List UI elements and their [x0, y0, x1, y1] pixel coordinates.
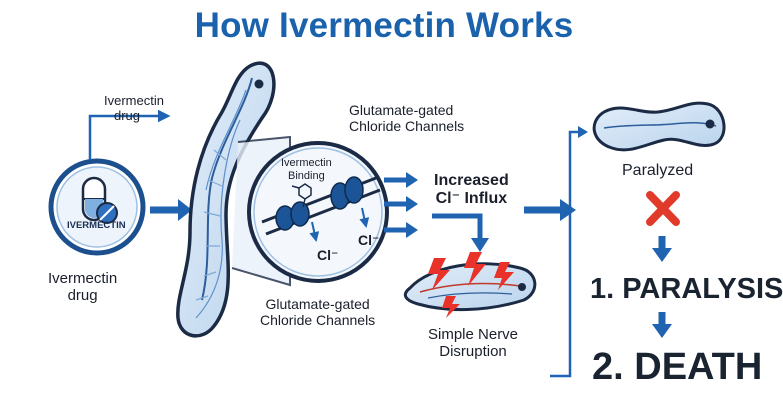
drug-connector-arrow: [88, 109, 171, 160]
arrow-to-nerve: [432, 213, 483, 240]
outcome-paralysis: 1. PARALYSIS: [590, 273, 783, 305]
ivermectin-pill-icon: [48, 158, 146, 256]
outcome-bracket: [550, 130, 582, 378]
cl-ion-left: Cl⁻: [317, 247, 339, 263]
paralyzed-label: Paralyzed: [622, 162, 694, 179]
paralyzed-worm-illustration: [592, 101, 726, 152]
cl-ion-right: Cl⁻: [358, 232, 380, 248]
nerve-disruption-illustration: [403, 252, 537, 318]
drug-bottom-label: Ivermectin drug: [48, 270, 118, 305]
disruption-label: Simple Nerve Disruption: [428, 326, 519, 361]
pill-label: IVERMECTIN: [67, 220, 126, 231]
influx-arrows: [384, 172, 418, 238]
outcome-death: 2. DEATH: [592, 346, 763, 388]
channels-top-label: Glutamate-gated Chloride Channels: [349, 102, 465, 135]
page-title: How Ivermectin Works: [194, 6, 574, 45]
red-x-icon: [646, 191, 680, 226]
worm-illustration: [176, 61, 276, 338]
lightning-icon: [428, 252, 514, 318]
binding-label: Ivermectin Binding: [281, 157, 332, 182]
influx-label: Increased Cl⁻ Influx: [434, 172, 509, 208]
drug-arrow-label: Ivermectin drug: [104, 93, 164, 123]
magnified-channel-view: [247, 141, 389, 283]
channels-bottom-label: Glutamate-gated Chloride Channels: [260, 296, 376, 329]
